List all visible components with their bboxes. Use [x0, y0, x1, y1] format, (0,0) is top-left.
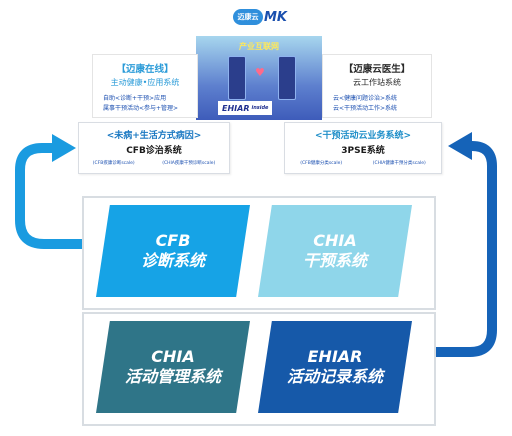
module-ehiar-activity-record: EHIAR 活动记录系统 [258, 321, 412, 413]
logo-mark: MK [263, 9, 287, 25]
right-panel-line-1: 云<健康问题诊治>系统 [333, 95, 398, 102]
cfb-card-foot-1: (CFB疾康诊断scale) [92, 161, 135, 166]
logo-cloud-icon: 迈康云 [232, 9, 263, 25]
ehiar-label: EHIAR [222, 103, 250, 113]
maikang-online-title: 【迈康在线】 [116, 64, 174, 75]
3pse-card-foot-2: (CHIA健康干预分类scale) [372, 161, 426, 166]
server-cabinet-right [278, 56, 296, 100]
module-ehiar-line1: EHIAR [307, 347, 363, 366]
right-cycle-arrow [432, 141, 497, 357]
module-chia-intervention: CHIA 干预系统 [258, 205, 412, 297]
left-panel-line-1: 自助<诊断+干预>应用 [103, 95, 167, 102]
3pse-card-title: <干预活动云业务系统> [314, 131, 412, 141]
left-cycle-arrow [15, 143, 84, 249]
ehiar-inside-badge: EHIAR inside [218, 101, 273, 115]
left-panel-line-2: 属事干预活动<参与+管理> [103, 105, 179, 112]
cloud-doctor-title: 【迈康云医生】 [343, 64, 411, 75]
module-chia-int-line1: CHIA [313, 231, 357, 250]
ehiar-suffix: inside [251, 105, 269, 111]
cfb-card-subtitle: CFB诊治系统 [126, 146, 182, 156]
cfb-card-title: <未病+生活方式病因> [106, 131, 202, 141]
right-arrow-head [448, 132, 472, 160]
module-chia-int-line2: 干预系统 [302, 251, 367, 270]
module-cfb-line1: CFB [155, 231, 191, 250]
module-chia-activity-management: CHIA 活动管理系统 [96, 321, 250, 413]
cloud-doctor-subtitle: 云工作站系统 [353, 78, 401, 87]
industry-internet-label: 产业互联网 [239, 42, 279, 51]
server-cabinet-left [228, 56, 246, 100]
module-ehiar-line2: 活动记录系统 [286, 367, 383, 386]
maikang-online-panel: 【迈康在线】 主动健康•应用系统 自助<诊断+干预>应用 属事干预活动<参与+管… [92, 54, 198, 118]
module-chia-act-line2: 活动管理系统 [124, 367, 221, 386]
left-arrow-head [52, 134, 76, 162]
3pse-card-subtitle: 3PSE系统 [341, 146, 385, 156]
cfb-diagnosis-card: <未病+生活方式病因> CFB诊治系统 (CFB疾康诊断scale) (CHIA… [78, 122, 230, 174]
3pse-card: <干预活动云业务系统> 3PSE系统 (CFB健康分类scale) (CHIA健… [284, 122, 442, 174]
right-panel-line-2: 云<干预活动工作>系统 [333, 105, 398, 112]
module-cfb-diagnosis: CFB 诊断系统 [96, 205, 250, 297]
maikang-logo: 迈康云 MK [232, 2, 288, 32]
heart-icon: ♥ [255, 66, 265, 79]
3pse-card-foot-1: (CFB健康分类scale) [300, 161, 343, 166]
module-chia-act-line1: CHIA [151, 347, 195, 366]
maikang-online-subtitle: 主动健康•应用系统 [110, 78, 180, 87]
cfb-card-foot-2: (CHIA疾康干预诊断scale) [162, 161, 216, 166]
module-cfb-line2: 诊断系统 [140, 251, 205, 270]
maikang-cloud-doctor-panel: 【迈康云医生】 云工作站系统 云<健康问题诊治>系统 云<干预活动工作>系统 [322, 54, 432, 118]
